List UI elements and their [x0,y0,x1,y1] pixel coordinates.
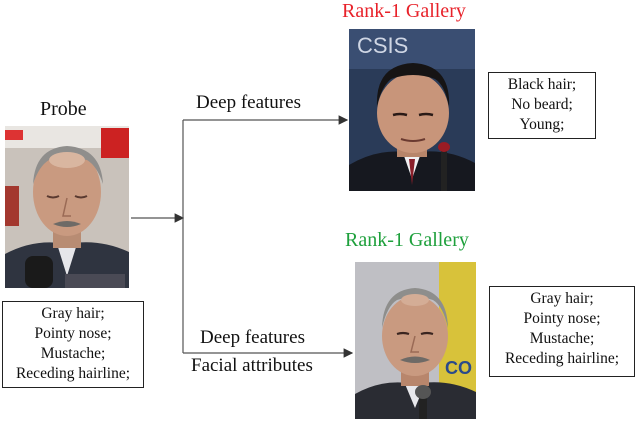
bottom-gallery-attribute: Gray hair; [530,290,594,307]
face-photo-icon: CSIS [349,29,475,191]
probe-attribute: Receding hairline; [15,365,131,382]
probe-title: Probe [40,98,87,120]
backdrop-text: CO [445,358,472,378]
bottom-gallery-photo: CO [355,262,476,419]
top-gallery-photo: CSIS [349,29,475,191]
top-gallery-title: Rank-1 Gallery [342,0,466,22]
bottom-edge-label-line2: Facial attributes [191,355,313,376]
face-photo-icon [5,126,129,288]
top-gallery-attribute: Young; [519,116,565,133]
bottom-edge-label-line1: Deep features [200,327,305,348]
probe-attribute: Pointy nose; [34,325,112,342]
probe-photo [5,126,129,288]
bottom-gallery-title: Rank-1 Gallery [345,229,469,251]
bottom-gallery-attribute: Pointy nose; [523,310,601,327]
top-gallery-attributes-box: Black hair; No beard; Young; [488,72,596,139]
probe-attribute: Gray hair; [41,305,105,322]
top-gallery-attribute: No beard; [511,96,573,113]
top-gallery-attribute: Black hair; [507,76,577,93]
face-photo-icon: CO [355,262,476,419]
bottom-gallery-attribute: Receding hairline; [504,350,620,367]
bottom-gallery-attribute: Mustache; [529,330,595,347]
backdrop-text: CSIS [357,33,408,58]
probe-attributes-box: Gray hair; Pointy nose; Mustache; Recedi… [2,301,144,388]
top-edge-label: Deep features [196,92,301,113]
bottom-gallery-attributes-box: Gray hair; Pointy nose; Mustache; Recedi… [489,286,635,377]
probe-attribute: Mustache; [40,345,106,362]
